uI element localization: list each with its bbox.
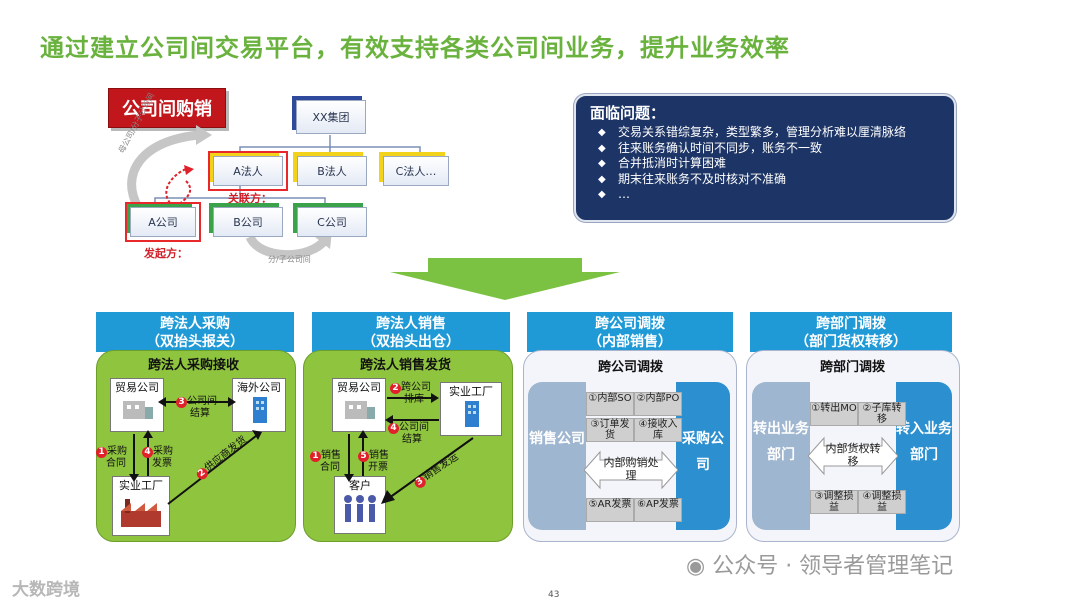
intercompany-badge: 公司间购销: [108, 88, 226, 128]
issue-item: …: [598, 187, 954, 203]
step-mo: ①转出MO: [810, 402, 858, 426]
legal-entity-a: A法人: [208, 151, 288, 191]
issues-heading: 面临问题：: [590, 104, 666, 122]
ownership-transfer-label: 内部货权转移: [825, 442, 881, 468]
panel-dept-title: 跨部门调拨: [820, 360, 886, 375]
down-arrow-icon: [390, 258, 620, 300]
issue-item: 往来账务确认时间不同步，账务不一致: [598, 141, 954, 157]
issue-item: 期末往来账务不及时核对不准确: [598, 172, 954, 188]
col4-header: 跨部门调拨（部门货权转移）: [750, 312, 952, 352]
issue-item: 交易关系错综复杂，类型繁多，管理分析难以厘清脉络: [598, 125, 954, 141]
curve-bottom-label: 分/子公司间: [268, 255, 311, 264]
overseas-company-box: 海外公司: [232, 378, 286, 432]
step-adjust-1: ③调整损益: [810, 490, 858, 514]
org-connectors: [127, 125, 421, 260]
issues-panel: 面临问题： 交易关系错综复杂，类型繁多，管理分析难以厘清脉络 往来账务确认时间不…: [574, 94, 956, 222]
group-node: XX集团: [296, 100, 366, 134]
step-ship: ③订单发货: [586, 418, 634, 442]
factory-box-1: 实业工厂: [112, 476, 170, 536]
company-c: C公司: [297, 207, 367, 237]
company-a: A公司: [125, 202, 201, 242]
sales-company-block: 销售公司: [528, 382, 586, 530]
panel-sales-title: 跨法人销售发货: [360, 358, 452, 373]
legal-entity-b: B法人: [297, 156, 367, 186]
internal-process-label: 内部购销处理: [603, 456, 659, 482]
sales-arrows: [344, 393, 474, 504]
double-arrow-icon: [584, 450, 678, 490]
col1-header: 跨法人采购（双抬头报关）: [96, 312, 294, 352]
step-ap: ⑥AP发票: [634, 498, 682, 522]
issue-item: 合并抵消时计算困难: [598, 156, 954, 172]
building-icon: [345, 401, 375, 419]
step-po: ②内部PO: [634, 392, 682, 416]
step-subinv: ②子库转移: [858, 402, 906, 426]
step-ar: ⑤AR发票: [586, 498, 634, 522]
building-icon: [123, 401, 153, 419]
step-receive: ④接收入库: [634, 418, 682, 442]
watermark: ◉ 公众号 · 领导者管理笔记: [686, 554, 954, 579]
company-b: B公司: [213, 207, 283, 237]
customers-icon: [344, 495, 376, 522]
office-tower-icon: [253, 397, 267, 423]
initiator-label: 发起方：: [144, 247, 188, 260]
office-tower-icon: [465, 401, 479, 427]
factory-box-2: 实业工厂: [440, 382, 502, 436]
panel-transfer-title: 跨公司调拨: [598, 360, 664, 375]
transfer-out-block: 转出业务部门: [752, 382, 810, 530]
page-number: 43: [548, 590, 560, 600]
double-arrow-icon: [808, 436, 898, 476]
legal-entity-c: C法人…: [383, 156, 449, 186]
wechat-icon: ◉: [686, 554, 713, 579]
step-so: ①内部SO: [586, 392, 634, 416]
col3-header: 跨公司调拨（内部销售）: [527, 312, 733, 352]
trading-company-box-2: 贸易公司: [332, 378, 386, 432]
customer-box: 客户: [334, 476, 386, 534]
related-party-label: 关联方：: [228, 192, 272, 205]
purchase-arrows: [129, 397, 262, 505]
col2-header: 跨法人销售（双抬头出仓）: [312, 312, 510, 352]
watermark-left: 大数跨境: [12, 580, 80, 600]
purchase-company-block: 采购公司: [676, 382, 730, 530]
page-title: 通过建立公司间交易平台，有效支持各类公司间业务，提升业务效率: [40, 34, 790, 62]
step-adjust-2: ④调整损益: [858, 490, 906, 514]
issues-list: 交易关系错综复杂，类型繁多，管理分析难以厘清脉络 往来账务确认时间不同步，账务不…: [576, 125, 954, 203]
panel-purchase-title: 跨法人采购接收: [148, 358, 240, 373]
factory-icon: [121, 499, 161, 527]
